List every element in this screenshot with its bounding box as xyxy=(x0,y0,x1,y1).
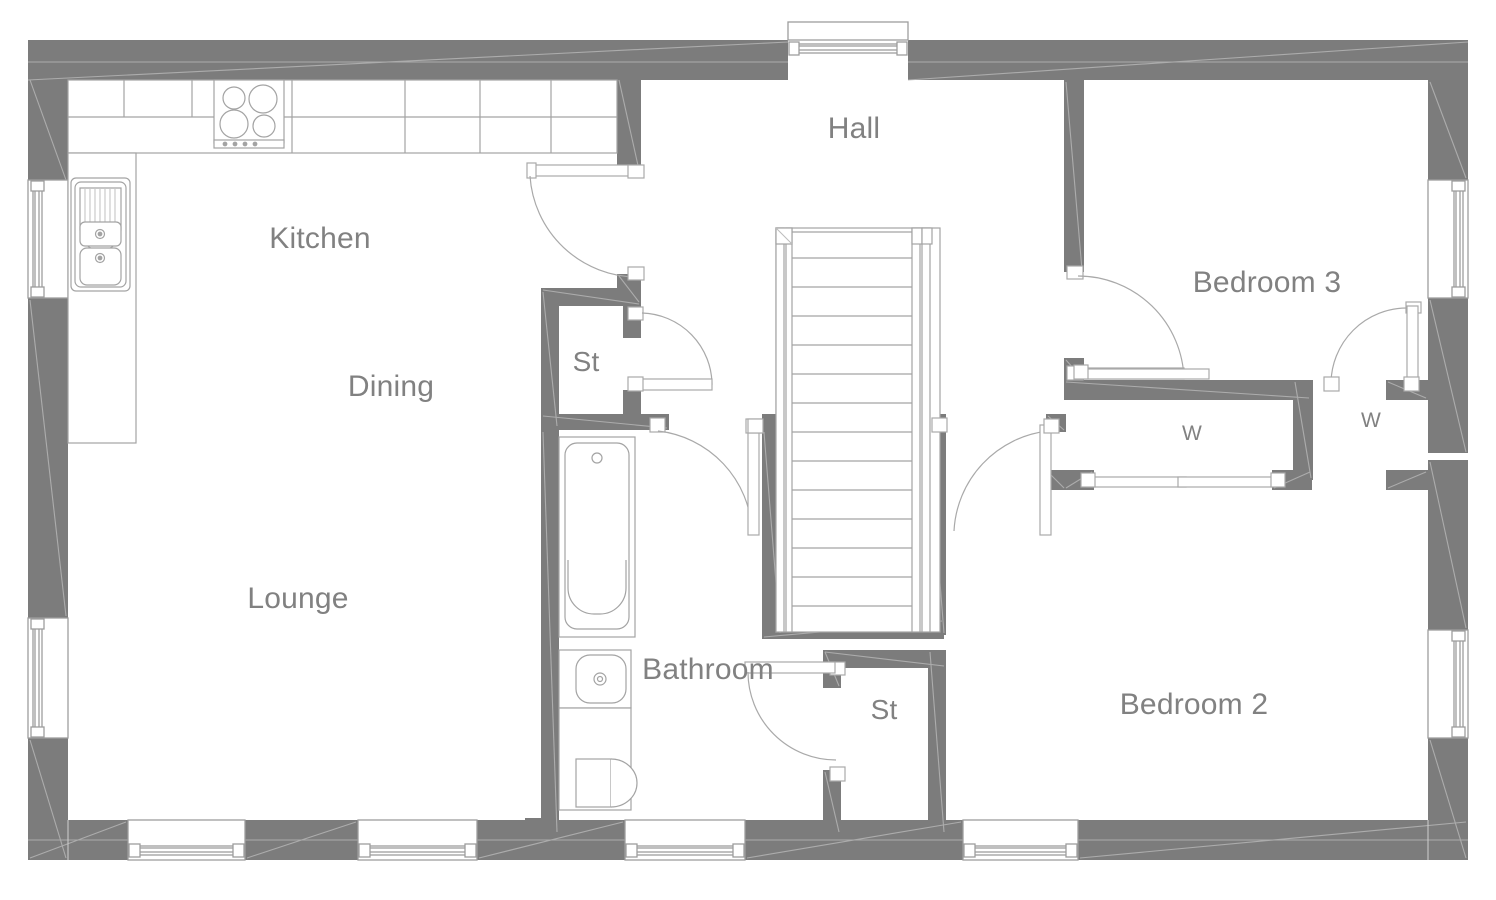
window-group xyxy=(27,21,1469,861)
window-bottom-bedroom2 xyxy=(962,819,1079,861)
window-bottom-lounge-1 xyxy=(127,819,246,861)
door-wardrobe-left-a xyxy=(1073,364,1210,380)
stair-stringer-right xyxy=(911,227,921,633)
staircase xyxy=(775,227,941,633)
bathroom-fixtures-group xyxy=(558,436,638,811)
wash-basin xyxy=(558,649,632,709)
wall-bathroom-bottom-nub xyxy=(525,818,559,834)
door-bedroom3 xyxy=(1066,265,1185,381)
window-right-bedroom3 xyxy=(1427,179,1469,299)
door-bathroom xyxy=(649,417,762,536)
door-store-upper xyxy=(627,306,713,392)
window-bottom-bathroom xyxy=(624,819,746,861)
door-wardrobe-right xyxy=(1323,301,1422,392)
outline-refinements xyxy=(67,820,1429,860)
kitchen-units-group xyxy=(67,79,618,444)
door-kitchen xyxy=(526,162,645,281)
window-left-kitchen xyxy=(27,179,69,299)
window-bottom-lounge-2 xyxy=(357,819,478,861)
door-group xyxy=(526,162,1422,782)
bath xyxy=(558,436,636,638)
kitchen-hob xyxy=(213,79,285,149)
window-right-bedroom2 xyxy=(1427,629,1469,739)
stair-treads xyxy=(792,257,912,607)
door-wardrobe-left-b xyxy=(1080,472,1286,488)
door-store-lower xyxy=(744,661,846,782)
kitchen-sink xyxy=(70,177,131,292)
door-hall-right xyxy=(931,417,1060,536)
door-hall-left xyxy=(747,418,764,434)
stair-stringer-left xyxy=(775,227,785,633)
window-left-lounge xyxy=(27,617,69,739)
toilet xyxy=(558,707,638,811)
window-top-hall xyxy=(787,21,909,80)
